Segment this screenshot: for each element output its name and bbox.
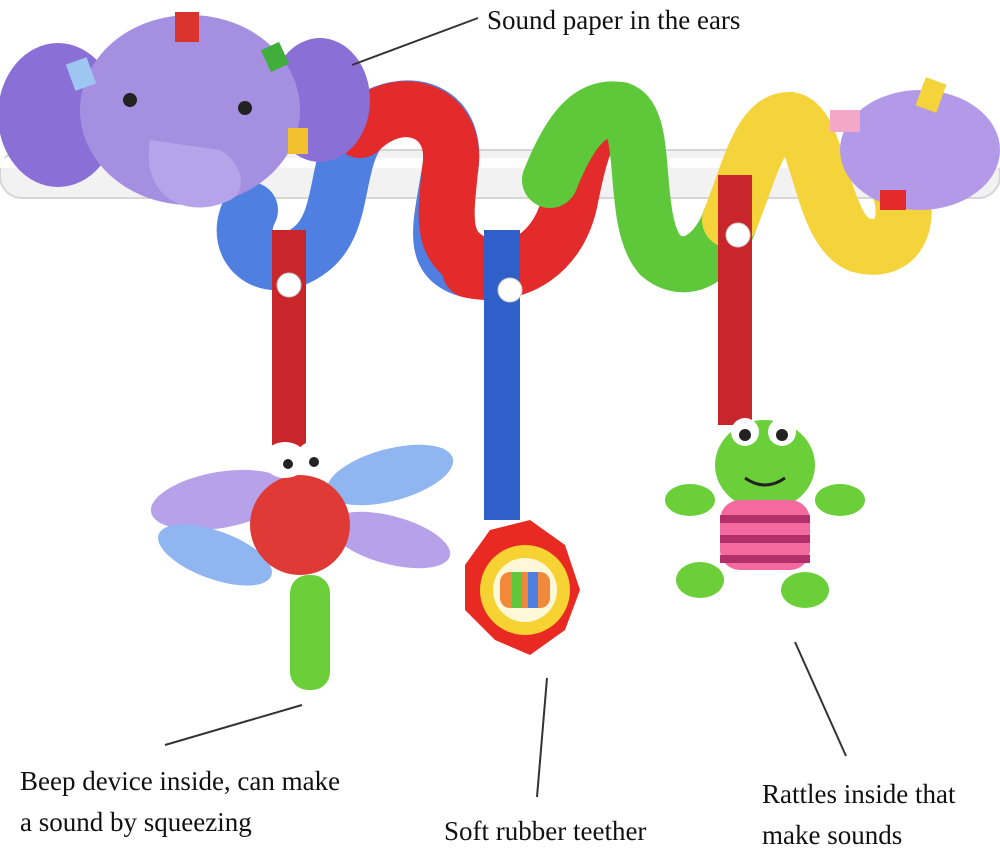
label-beep-line2: a sound by squeezing (20, 806, 252, 837)
label-teether: Soft rubber teether (444, 816, 647, 846)
label-rattles-line1: Rattles inside that (762, 779, 956, 809)
teether-hanging (465, 230, 580, 655)
pointer-line-teether (536, 677, 548, 798)
pointer-line-rattles (794, 641, 847, 757)
frog-hanging (665, 175, 865, 608)
right-plush (830, 77, 1000, 210)
pointer-line-beep (164, 704, 303, 746)
pointer-line-ears (351, 17, 479, 66)
spiral (216, 80, 932, 300)
dragonfly-hanging (150, 230, 454, 690)
label-beep-device: Beep device inside, can make a sound by … (20, 761, 340, 842)
label-rattles: Rattles inside that make sounds (762, 774, 955, 855)
label-rattles-line2: make sounds (762, 819, 903, 850)
elephant (0, 12, 370, 208)
label-sound-paper: Sound paper in the ears (487, 5, 741, 35)
label-beep-line1: Beep device inside, can make (20, 766, 341, 796)
